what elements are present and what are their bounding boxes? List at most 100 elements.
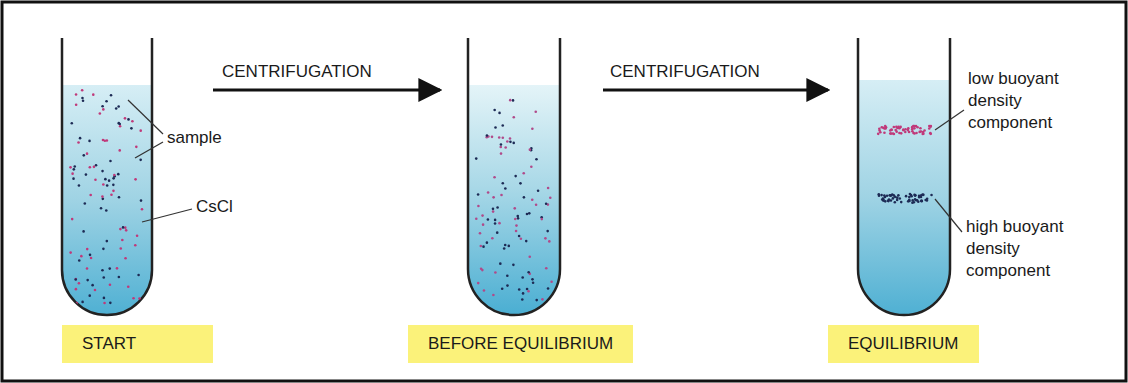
step-label: CENTRIFUGATION bbox=[610, 61, 760, 83]
part-label: sample bbox=[167, 127, 222, 149]
particle bbox=[112, 184, 115, 187]
particle bbox=[113, 174, 116, 177]
particle bbox=[507, 245, 510, 248]
particle bbox=[486, 134, 489, 137]
particle bbox=[102, 108, 105, 111]
particle bbox=[77, 141, 80, 144]
particle bbox=[124, 226, 127, 229]
particle bbox=[106, 184, 109, 187]
particle bbox=[501, 287, 504, 290]
particle bbox=[535, 299, 538, 302]
particle bbox=[504, 244, 507, 247]
particle bbox=[501, 124, 504, 127]
particle bbox=[494, 126, 497, 129]
particle bbox=[101, 269, 104, 272]
particle bbox=[905, 195, 908, 198]
particle bbox=[75, 288, 78, 291]
particle bbox=[890, 128, 893, 131]
particle bbox=[86, 152, 89, 155]
particle bbox=[124, 257, 127, 260]
particle bbox=[477, 205, 480, 208]
particle bbox=[547, 187, 550, 190]
particle bbox=[81, 97, 84, 100]
particle bbox=[109, 160, 112, 163]
particle bbox=[546, 230, 549, 233]
particle bbox=[544, 237, 547, 240]
leader-line bbox=[935, 110, 964, 130]
particle bbox=[922, 194, 925, 197]
particle bbox=[883, 194, 886, 197]
particle bbox=[897, 194, 900, 197]
process-arrow bbox=[213, 89, 440, 92]
particle bbox=[101, 170, 104, 173]
particle bbox=[135, 146, 138, 149]
particle bbox=[101, 198, 104, 201]
particle bbox=[477, 193, 480, 196]
particle bbox=[541, 298, 544, 301]
particle bbox=[522, 292, 525, 295]
particle bbox=[93, 166, 96, 169]
particle bbox=[509, 99, 512, 102]
particle bbox=[500, 194, 503, 197]
particle bbox=[530, 165, 533, 168]
particle bbox=[75, 103, 78, 106]
particle bbox=[88, 140, 91, 143]
particle bbox=[545, 267, 548, 270]
particle bbox=[479, 245, 482, 248]
sample-particles bbox=[69, 89, 933, 304]
particle bbox=[71, 122, 74, 125]
particle bbox=[884, 127, 887, 130]
particle bbox=[926, 199, 929, 202]
particle bbox=[894, 201, 897, 204]
particle bbox=[127, 118, 130, 121]
particle bbox=[526, 288, 529, 291]
particle bbox=[118, 149, 121, 152]
particle bbox=[509, 137, 512, 140]
particle bbox=[498, 136, 501, 139]
particle bbox=[911, 201, 914, 204]
particle bbox=[102, 248, 105, 251]
particle bbox=[921, 133, 924, 136]
part-label: CsCl bbox=[196, 196, 233, 218]
particle bbox=[898, 197, 901, 200]
particle bbox=[514, 218, 517, 221]
particle bbox=[89, 166, 92, 169]
particle bbox=[108, 267, 111, 270]
particle bbox=[112, 190, 115, 193]
tube-outline bbox=[468, 38, 560, 315]
particle bbox=[548, 240, 551, 243]
stage-label: EQUILIBRIUM bbox=[848, 333, 979, 355]
particle bbox=[117, 173, 120, 176]
particle bbox=[518, 288, 521, 291]
particle bbox=[523, 196, 526, 199]
particle bbox=[122, 226, 125, 229]
particle bbox=[499, 262, 502, 265]
cscl-solution bbox=[468, 85, 560, 315]
particle bbox=[482, 245, 485, 248]
particle bbox=[506, 284, 509, 287]
particle bbox=[498, 222, 501, 225]
particle bbox=[902, 128, 905, 131]
particle bbox=[132, 297, 135, 300]
particle bbox=[892, 132, 895, 135]
component-label: high buoyant density component bbox=[966, 216, 1084, 282]
stage-label-box: BEFORE EQUILIBRIUM bbox=[408, 325, 633, 363]
particle bbox=[527, 271, 530, 274]
particle bbox=[504, 187, 507, 190]
particle bbox=[115, 107, 118, 110]
leader-line bbox=[128, 100, 163, 134]
particle bbox=[889, 132, 892, 135]
particle bbox=[487, 218, 490, 221]
particle bbox=[522, 172, 525, 175]
particle bbox=[117, 105, 120, 108]
particle bbox=[110, 193, 113, 196]
particle bbox=[909, 193, 912, 196]
particle bbox=[922, 132, 925, 135]
particle bbox=[78, 259, 81, 262]
particle bbox=[500, 152, 503, 155]
particle bbox=[73, 165, 76, 168]
particle bbox=[92, 93, 95, 96]
particle bbox=[520, 238, 523, 241]
particle bbox=[896, 199, 899, 202]
